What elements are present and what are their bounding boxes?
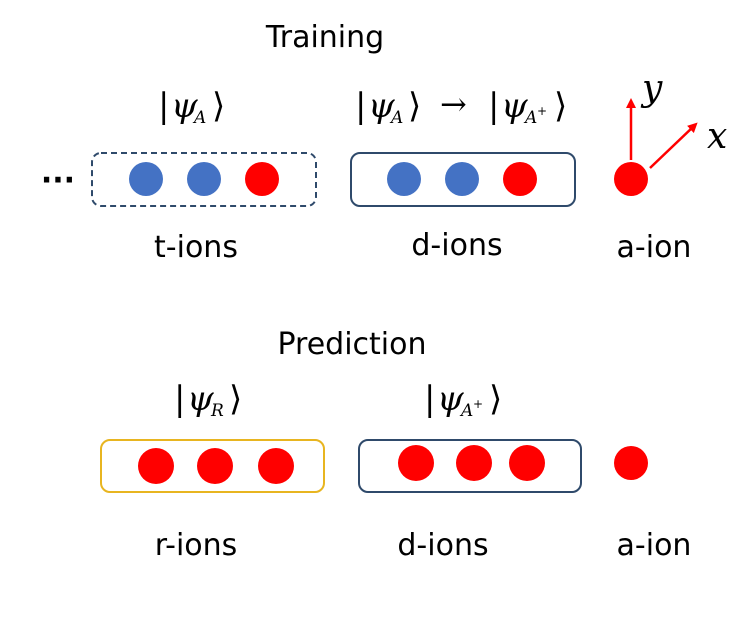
- psi-symbol: ψ: [437, 379, 464, 419]
- ket-bar: |: [488, 86, 499, 126]
- t-state-ket: | ψ A ⟩: [158, 86, 225, 128]
- d-ions-training-group: [387, 162, 537, 196]
- d-state-transition: | ψ A ⟩ → | ψ A + ⟩: [355, 85, 567, 128]
- ket-angle: ⟩: [554, 86, 567, 126]
- psi-subscript: R: [210, 401, 224, 421]
- ket-bar: |: [158, 86, 169, 126]
- t-ions-box: [91, 152, 317, 207]
- psi-superscript: +: [473, 397, 483, 411]
- d-state-ket-prediction: | ψ A + ⟩: [424, 379, 502, 421]
- ket-angle: ⟩: [489, 379, 502, 419]
- ket-bar: |: [355, 86, 366, 126]
- d-red-ion: [456, 445, 492, 481]
- d-red-ion: [398, 445, 434, 481]
- ket-bar: |: [174, 379, 185, 419]
- psi-symbol: ψ: [171, 86, 198, 126]
- r-red-ion: [258, 448, 294, 484]
- ellipsis: ···: [41, 163, 75, 198]
- psi-symbol: ψ: [368, 86, 395, 126]
- psi-subscript: A: [192, 108, 206, 128]
- training-title: Training: [265, 20, 384, 55]
- psi-subscript: A: [459, 401, 473, 421]
- ket-angle: ⟩: [212, 86, 225, 126]
- psi-superscript: +: [537, 104, 547, 118]
- d-red-ion: [503, 162, 537, 196]
- d-red-ion: [509, 445, 545, 481]
- a-ion-prediction: [614, 446, 648, 480]
- r-ions-box: [100, 439, 325, 493]
- r-ions-label: r-ions: [155, 528, 238, 563]
- psi-symbol: ψ: [187, 379, 214, 419]
- ket-angle: ⟩: [408, 86, 421, 126]
- y-axis-label: y: [640, 68, 663, 109]
- r-red-ion: [138, 448, 174, 484]
- d-ions-prediction-group: [398, 445, 545, 481]
- psi-symbol: ψ: [501, 86, 528, 126]
- ket-bar: |: [424, 379, 435, 419]
- ket-angle: ⟩: [229, 379, 242, 419]
- transition-arrow: →: [440, 85, 467, 123]
- prediction-title: Prediction: [277, 327, 426, 362]
- r-ions-group: [138, 448, 294, 484]
- r-red-ion: [197, 448, 233, 484]
- a-ion-label-training: a-ion: [617, 230, 692, 265]
- d-ions-label-training: d-ions: [411, 228, 502, 263]
- t-red-ion: [245, 162, 279, 196]
- psi-subscript: A: [523, 108, 537, 128]
- x-axis-arrow: [649, 122, 698, 169]
- a-ion-label-prediction: a-ion: [617, 528, 692, 563]
- d-ions-box-training: [350, 152, 576, 207]
- d-blue-ion: [445, 162, 479, 196]
- x-axis-label: x: [707, 116, 727, 157]
- psi-subscript: A: [389, 108, 403, 128]
- a-ion-training: [614, 162, 648, 196]
- axis-indicator: y x: [626, 68, 727, 169]
- t-ions-group: [129, 162, 279, 196]
- d-blue-ion: [387, 162, 421, 196]
- t-ions-label: t-ions: [154, 230, 238, 265]
- t-blue-ion: [187, 162, 221, 196]
- t-blue-ion: [129, 162, 163, 196]
- d-ions-box-prediction: [358, 439, 582, 493]
- d-ions-label-prediction: d-ions: [397, 528, 488, 563]
- r-state-ket: | ψ R ⟩: [174, 379, 242, 421]
